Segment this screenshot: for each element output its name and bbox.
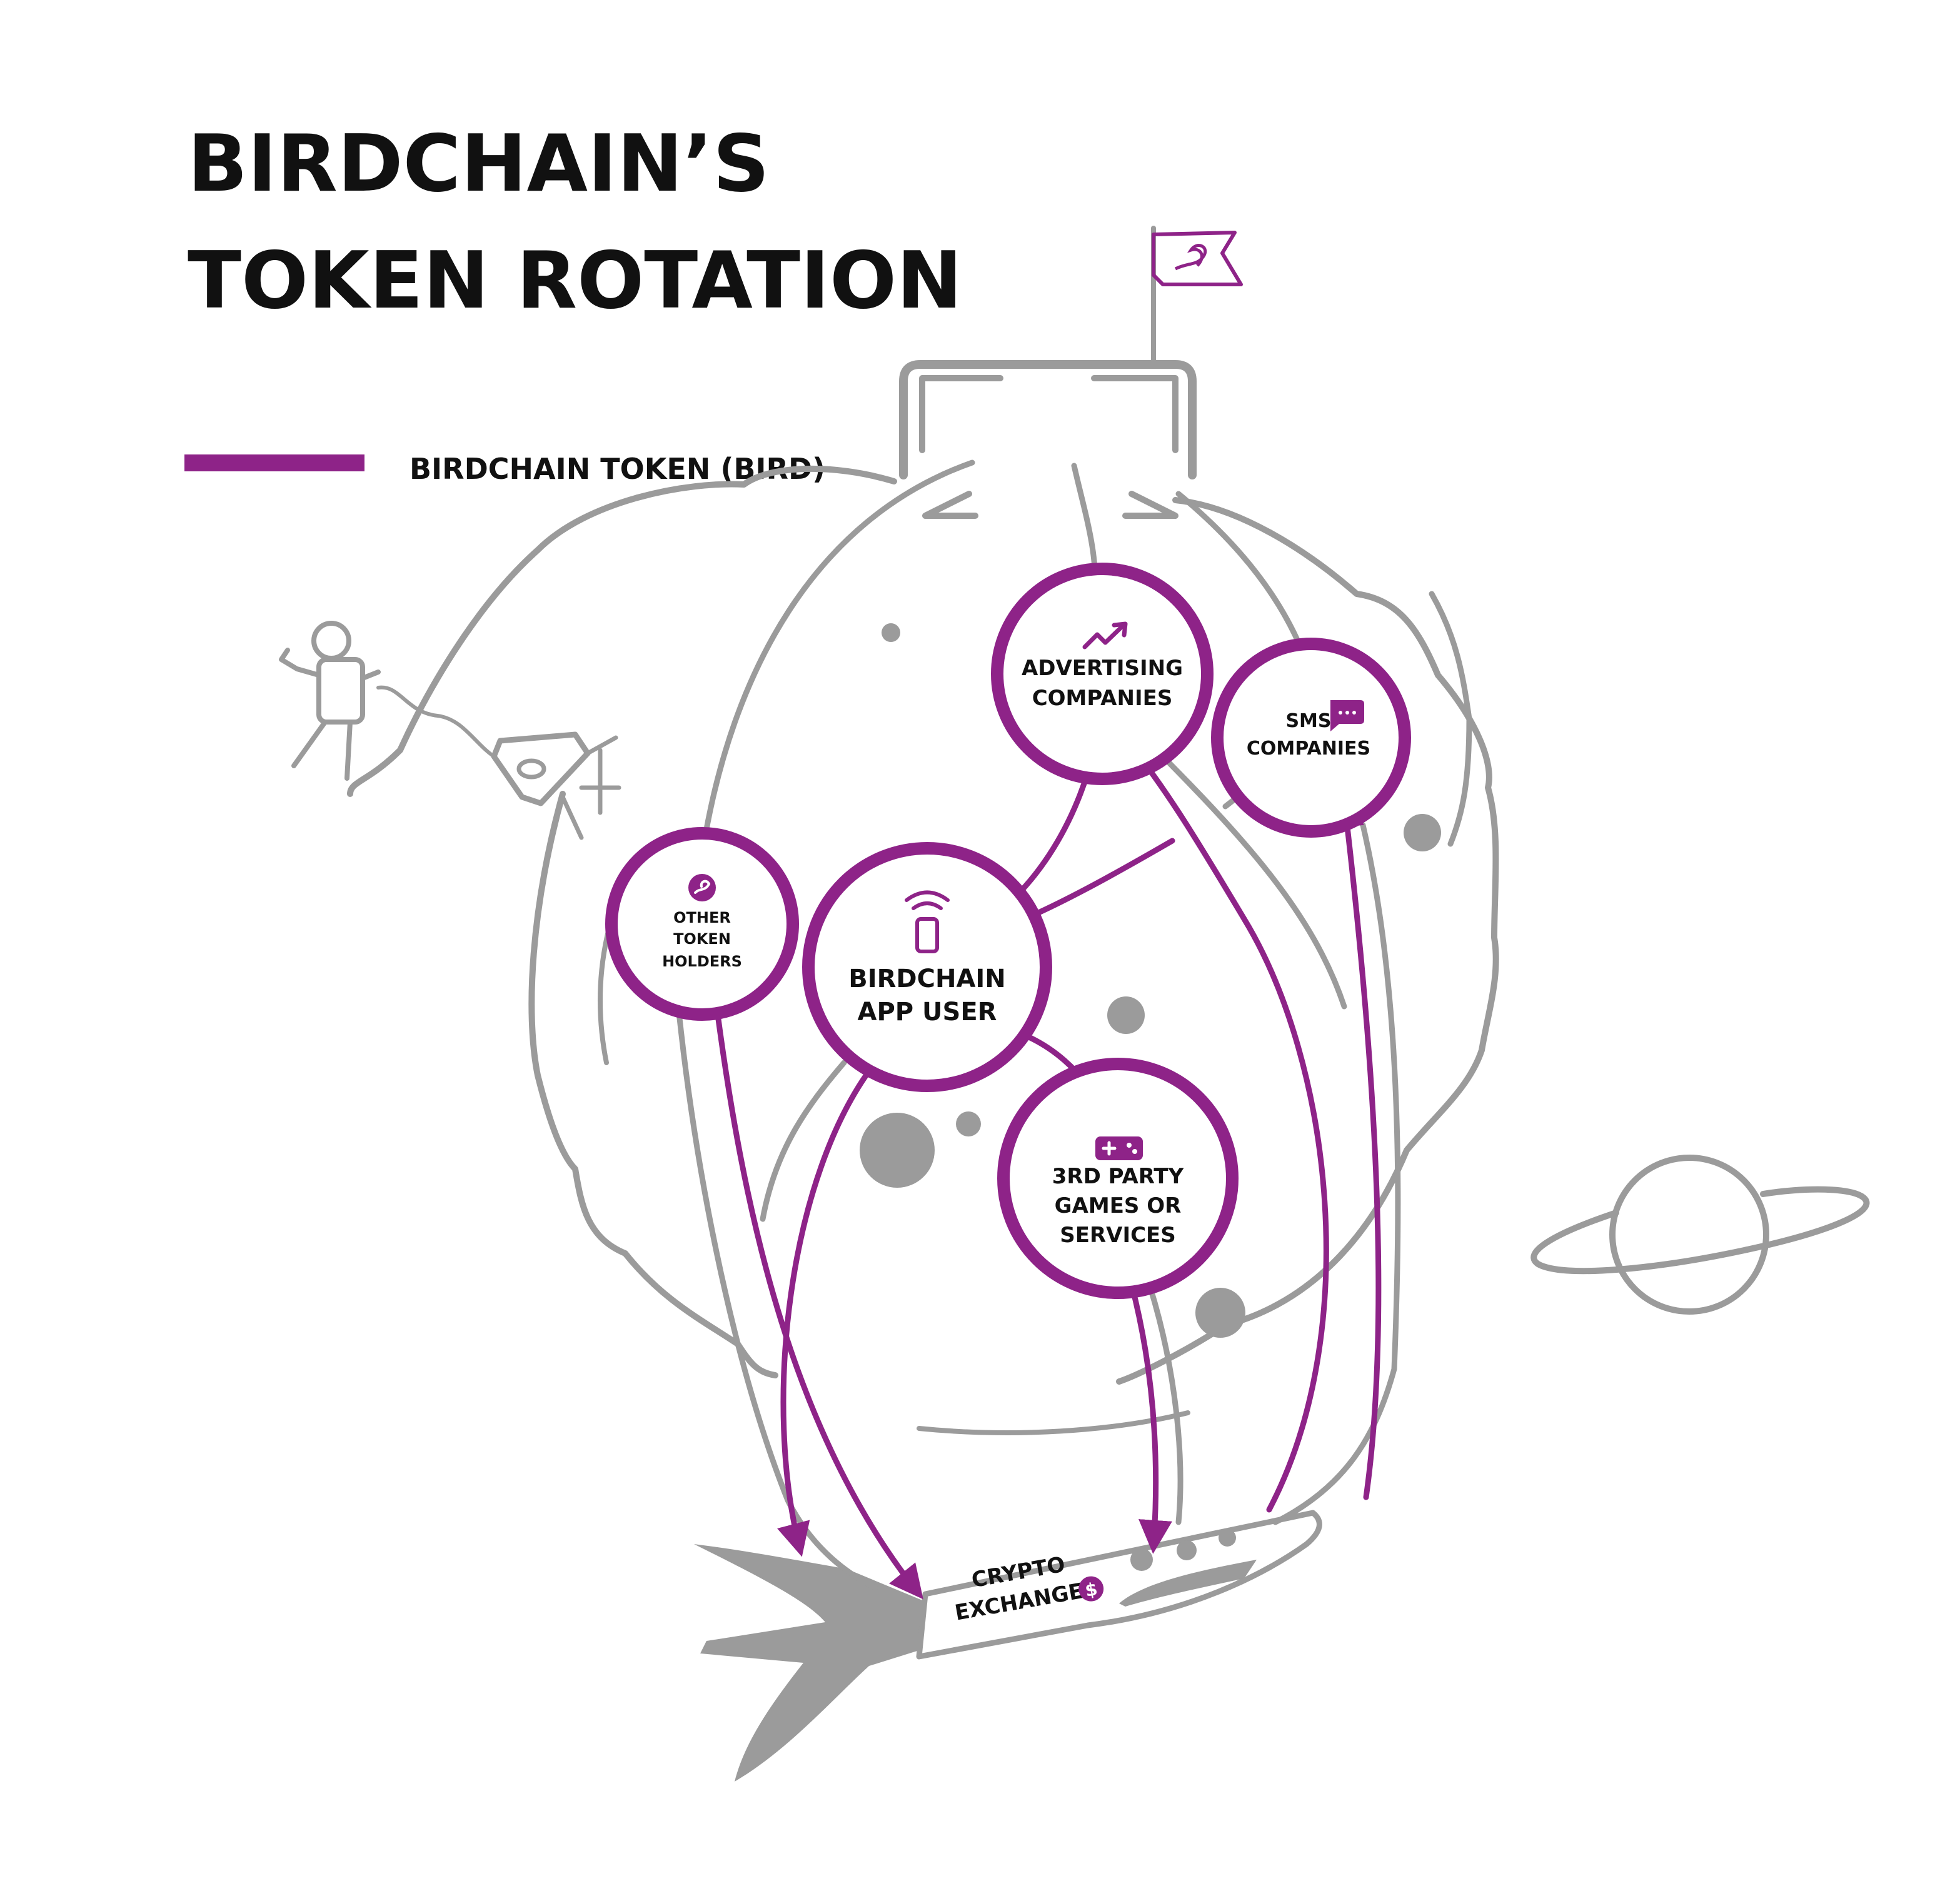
bird-flag <box>1152 231 1243 286</box>
node-birdchain-app-user: BIRDCHAIN APP USER <box>802 842 1052 1092</box>
node-holders-line-1: OTHER <box>673 909 731 926</box>
node-app-user-line-1: BIRDCHAIN <box>848 965 1006 993</box>
moon-base <box>899 226 1197 519</box>
node-games-line-1: 3RD PARTY <box>1052 1164 1184 1189</box>
arrow-exchanges-to-sms <box>1330 793 1382 1500</box>
node-advertising-ring <box>991 563 1214 785</box>
node-games-ring <box>997 1058 1239 1299</box>
legend-label: BIRDCHAIN TOKEN (BIRD) <box>410 452 825 486</box>
moon-craters <box>860 623 1441 1338</box>
node-holders-line-2: TOKEN <box>673 930 731 948</box>
node-sms-companies: SMS COMPANIES <box>1211 638 1411 838</box>
title-line-1: BIRDCHAIN’S <box>188 118 770 209</box>
node-sms-line-1: SMS <box>1285 710 1331 732</box>
node-advertising-line-2: COMPANIES <box>1032 686 1173 711</box>
satellite-illustration <box>491 731 621 840</box>
dollar-coin-icon <box>1078 1576 1104 1602</box>
rocket-illustration <box>694 1510 1322 1782</box>
node-sms-ring <box>1211 638 1411 838</box>
node-advertising-line-1: ADVERTISING <box>1022 656 1183 681</box>
planet-illustration <box>1530 1155 1870 1315</box>
node-games-line-3: SERVICES <box>1060 1223 1176 1248</box>
arrow-games-to-exchanges <box>1128 1282 1172 1554</box>
gamepad-icon <box>1095 1136 1143 1160</box>
astronaut-illustration <box>279 621 496 781</box>
arrow-holders-to-exchanges <box>713 997 923 1600</box>
node-app-user-line-2: APP USER <box>858 998 997 1026</box>
arrow-exchanges-to-advertising <box>1114 726 1329 1513</box>
node-advertising-companies: ADVERTISING COMPANIES <box>991 563 1214 785</box>
gray-flow-lines <box>675 459 1401 1591</box>
node-games-line-2: GAMES OR <box>1055 1193 1182 1218</box>
node-third-party-games: 3RD PARTY GAMES OR SERVICES <box>997 1058 1239 1299</box>
trend-up-icon <box>1082 621 1128 650</box>
chat-bubble-icon <box>1330 700 1364 731</box>
node-other-token-holders: OTHER TOKEN HOLDERS <box>605 827 799 1021</box>
node-app-user-ring <box>802 842 1052 1092</box>
bird-coin-icon <box>688 874 716 901</box>
title-line-2: TOKEN ROTATION <box>188 234 963 326</box>
node-sms-line-2: COMPANIES <box>1247 738 1370 760</box>
legend-swatch <box>184 454 364 471</box>
smartphone-icon <box>905 890 950 953</box>
node-holders-line-3: HOLDERS <box>662 953 742 970</box>
node-holders-ring <box>605 827 799 1021</box>
arrow-app-user-to-exchanges <box>776 1060 878 1557</box>
